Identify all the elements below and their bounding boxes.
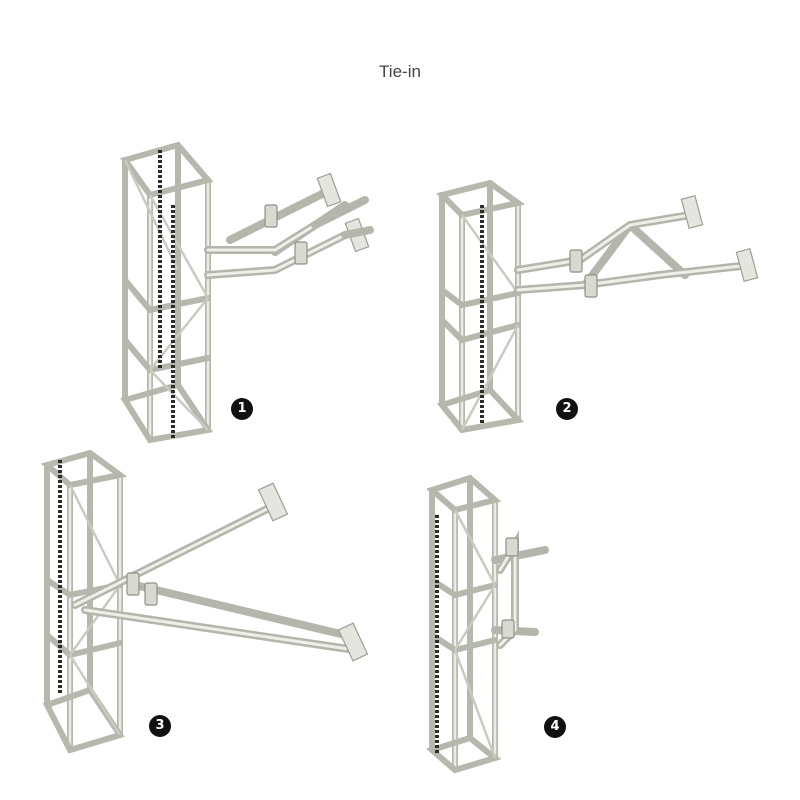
figure-3-number: 3	[149, 715, 171, 737]
figure-3-illustration	[40, 449, 369, 754]
figure-1-illustration	[120, 141, 374, 444]
figure-4-number: 4	[544, 716, 566, 738]
diagram-title: Tie-in	[379, 62, 421, 81]
figure-1-number: 1	[231, 398, 253, 420]
figure-2-illustration	[436, 179, 759, 434]
figure-2-number: 2	[556, 398, 578, 420]
figure-4-illustration	[425, 474, 549, 774]
